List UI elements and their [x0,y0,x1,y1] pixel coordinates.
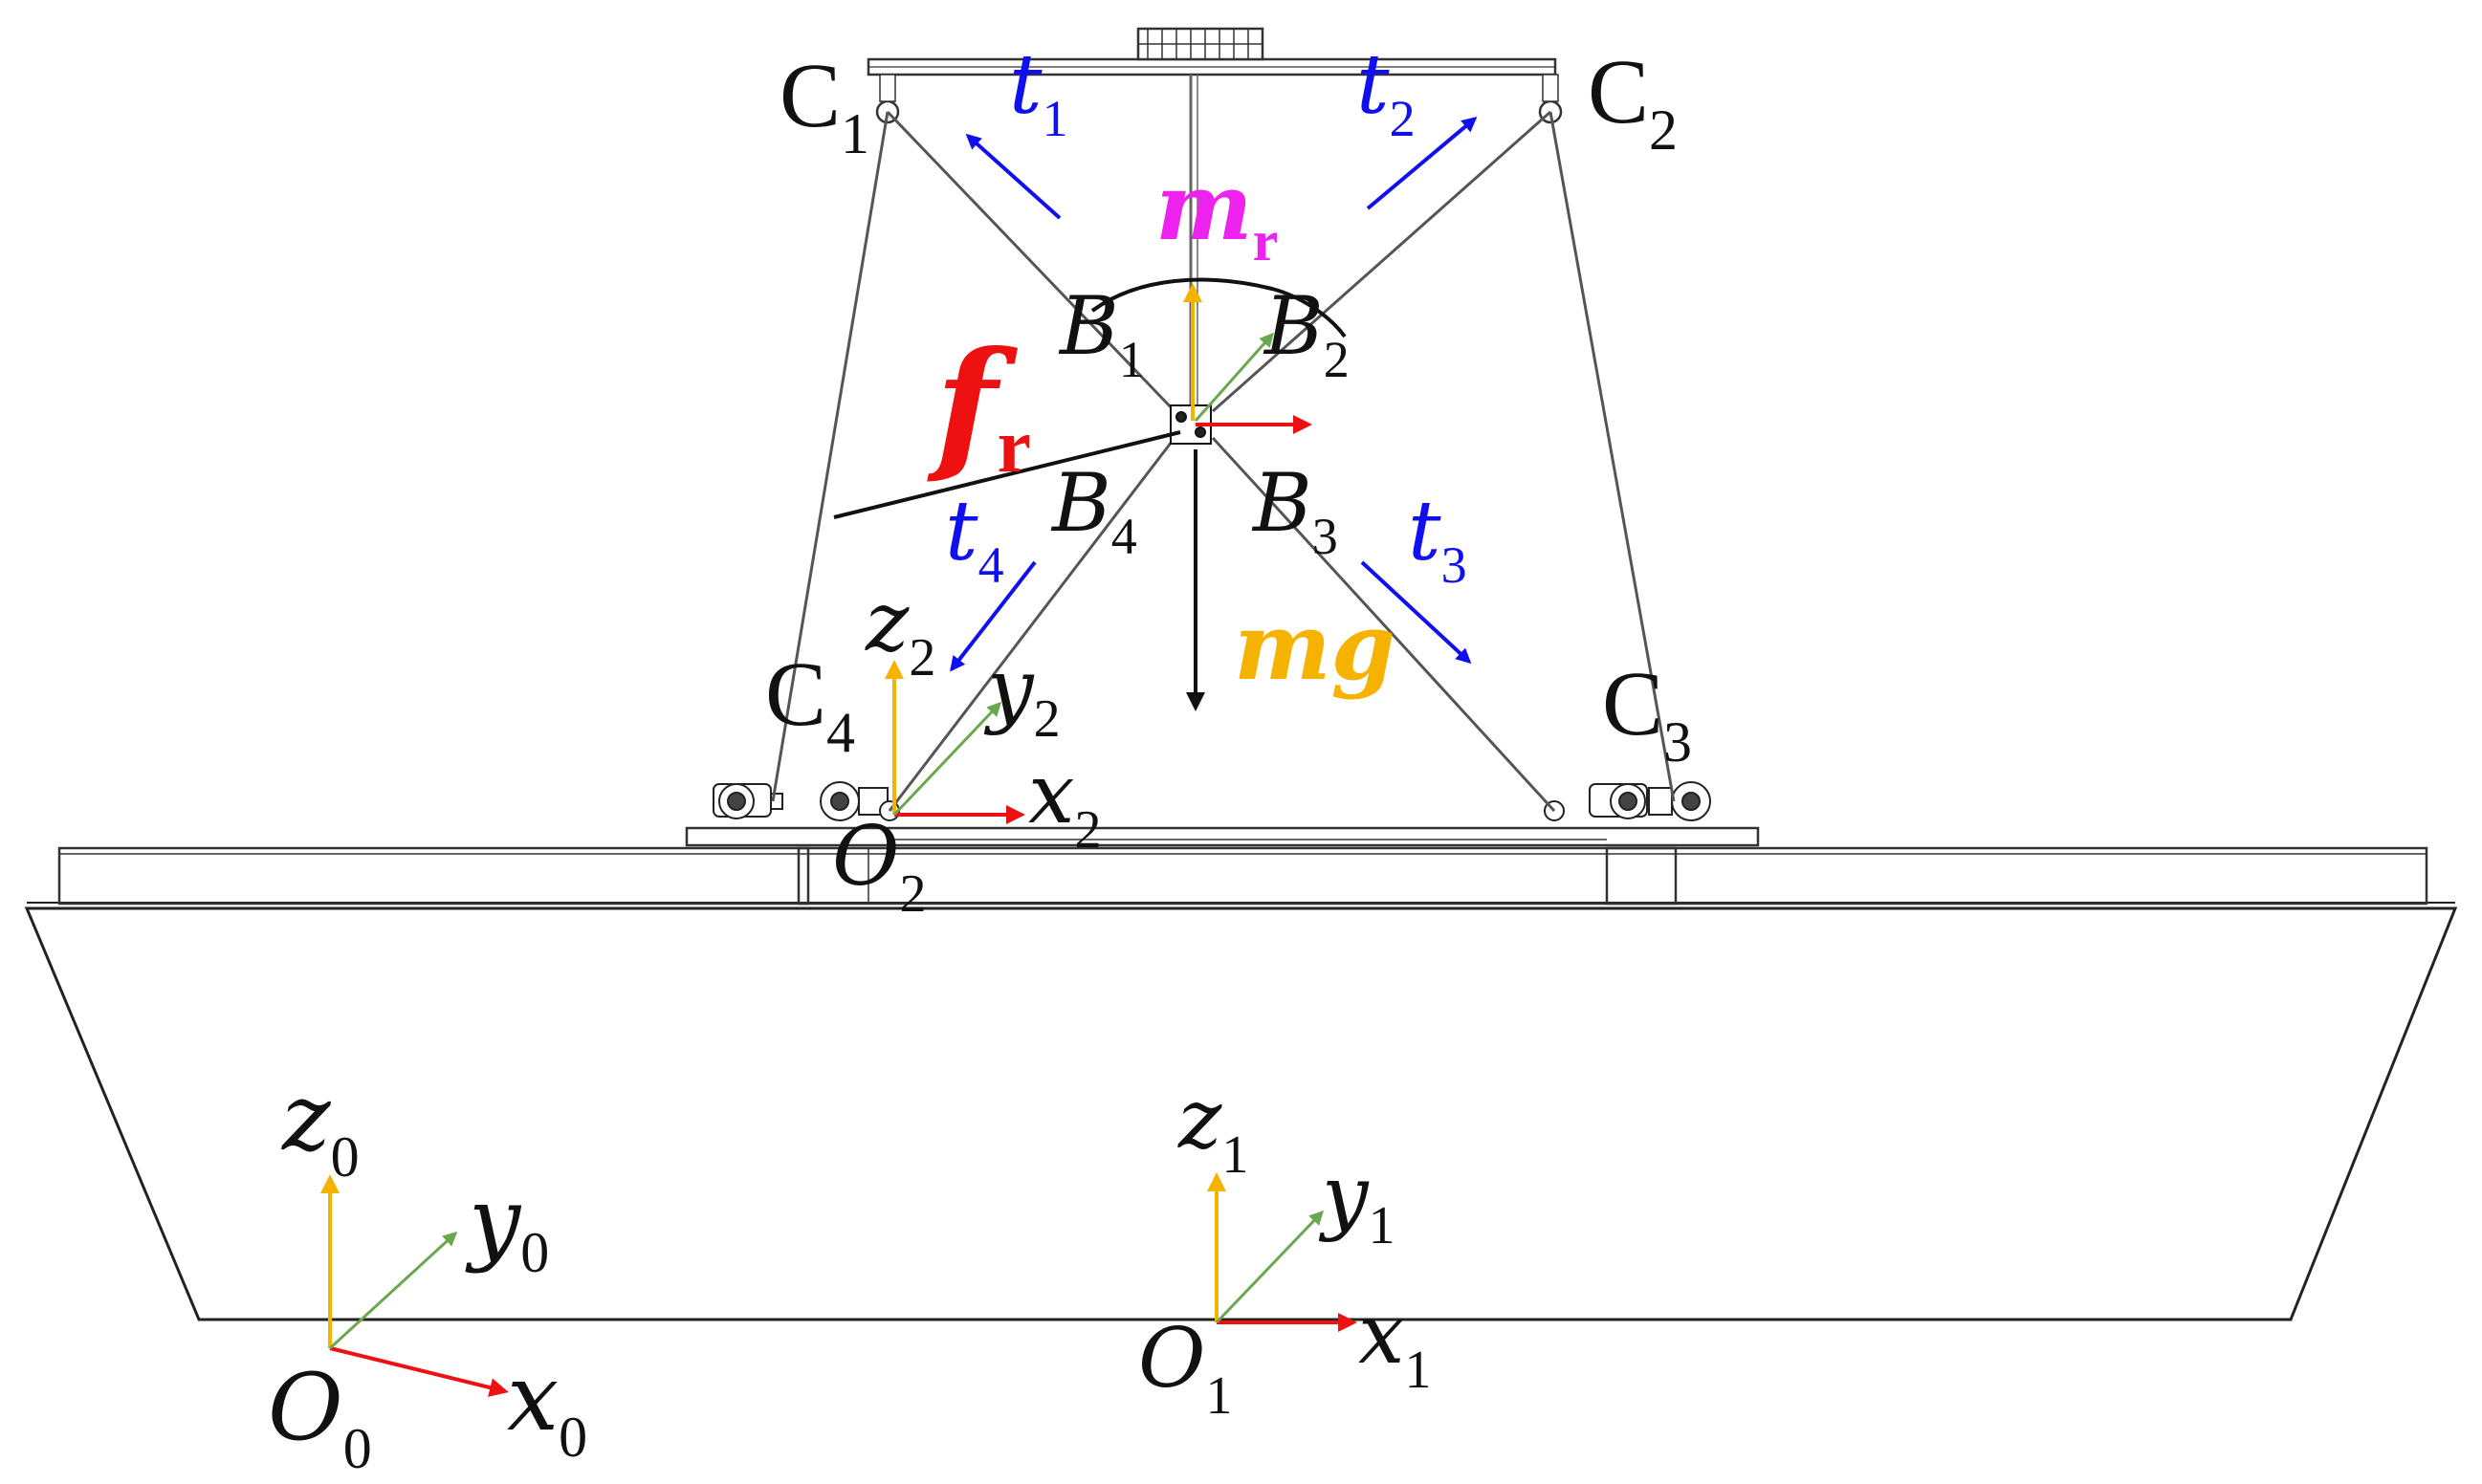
label-o0: O0 [268,1354,372,1480]
label-b2: B2 [1263,279,1350,388]
tension-arrow-t2 [1366,116,1478,210]
label-y2: y2 [983,642,1061,749]
top-frame [867,27,1563,124]
label-c2: C2 [1588,40,1678,162]
label-t4: t4 [945,484,1004,594]
winch-motors [713,781,1711,821]
ship-hull [24,902,2458,1321]
winch-motor [1589,783,1648,819]
label-b4: B4 [1050,456,1137,565]
tension-arrows [950,116,1478,672]
frame1-y-arrow [1215,1210,1325,1324]
winch-motor [713,783,783,819]
frame1-axes [1207,1172,1357,1332]
label-z1: z1 [1177,1072,1248,1185]
label-b1: B1 [1058,279,1145,388]
tension-arrow-t4 [950,560,1037,672]
tension-arrow-t3 [1360,560,1472,665]
label-o2: O2 [832,809,927,924]
label-o1: O1 [1138,1311,1233,1426]
label-b3: B3 [1251,456,1338,565]
winch-motor [1648,781,1711,821]
label-y0: y0 [465,1168,549,1284]
label-c1: C1 [780,44,869,165]
label-y1: y1 [1318,1148,1395,1255]
label-c4: C4 [765,643,855,764]
label-mg: mg [1234,593,1395,701]
frame2-axes [885,660,1025,824]
effector-y-arrow [1194,332,1274,422]
label-t1: t1 [1009,37,1068,147]
frame0-y-arrow [328,1231,458,1350]
label-z2: z2 [865,575,935,687]
label-t2: t2 [1356,37,1416,147]
frame0-x-arrow [329,1346,509,1397]
label-mr: mr [1155,153,1278,273]
label-c3: C3 [1602,652,1692,774]
labels: C1 C2 C3 C4 B1 B2 B3 B4 t1 t2 t3 t4 mr f… [268,37,1692,1480]
base-platform [685,826,1760,847]
moment-arc [1090,277,1347,338]
label-x1: x1 [1358,1287,1432,1400]
deck [57,846,2428,906]
frame2-y-arrow [892,701,1002,817]
label-t3: t3 [1408,484,1467,594]
label-x2: x2 [1028,747,1102,860]
label-z0: z0 [281,1064,360,1189]
tension-arrow-t1 [965,133,1062,220]
label-fr: fr [927,320,1031,489]
force-line-fr [833,430,1181,519]
frame0-axes [320,1174,509,1397]
cables [771,110,1676,813]
label-x0: x0 [507,1344,587,1469]
